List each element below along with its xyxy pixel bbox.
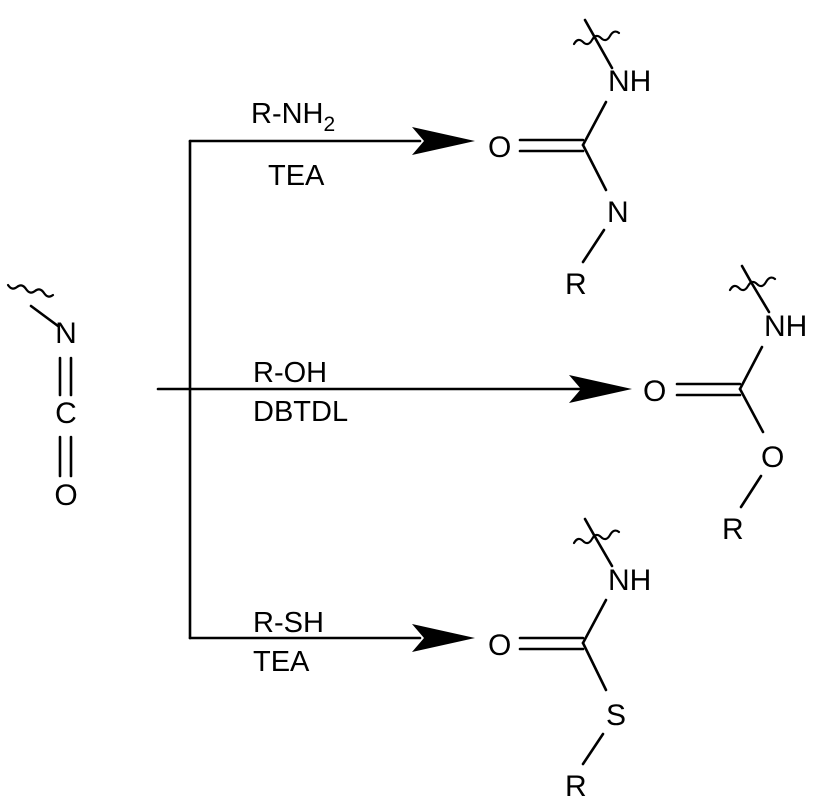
atom-o-carbonyl-carbamate: O — [643, 375, 666, 408]
arrow-alcohol-head — [569, 375, 632, 403]
bond-r-n-start — [29, 304, 60, 328]
reagent-amine: R-NH2 — [251, 98, 335, 136]
atom-n-urea: N — [607, 196, 629, 229]
wavy-tick-carbamate — [740, 264, 753, 284]
wavy-tick-thiocarbamate — [583, 517, 596, 537]
atom-r-thiocarbamate: R — [565, 770, 587, 803]
bond-c-o-carbamate — [738, 387, 765, 434]
atom-n-start: N — [55, 317, 77, 350]
wavy-tick-urea — [583, 18, 596, 38]
bond-nh-c-thiocarbamate — [581, 598, 608, 645]
conditions-alcohol: R-OH DBTDL — [253, 357, 348, 428]
conditions-amine: R-NH2 TEA — [251, 98, 335, 192]
bond-c-n-urea — [581, 143, 608, 192]
atom-nh-thiocarbamate: NH — [608, 564, 651, 597]
reagent-alcohol: R-OH — [253, 357, 327, 389]
reaction-arrows — [156, 127, 632, 652]
bond-r-nh-thiocarbamate — [592, 533, 614, 568]
conditions-thiol: R-SH TEA — [253, 607, 324, 678]
catalyst-thiol: TEA — [253, 646, 310, 678]
atom-nh-urea: NH — [608, 65, 651, 98]
atom-o-urea: O — [488, 131, 511, 164]
atom-o-ester-carbamate: O — [761, 441, 784, 474]
catalyst-alcohol: DBTDL — [253, 396, 348, 428]
wavy-bond-urea — [572, 30, 621, 46]
atom-s-thiocarbamate: S — [606, 699, 626, 732]
atom-r-carbamate: R — [722, 513, 744, 546]
atom-o-thiocarbamate: O — [488, 629, 511, 662]
bond-o-r-carbamate — [739, 474, 763, 509]
product-urea: NH O N R — [488, 18, 651, 301]
isocyanate-start: N C O — [6, 283, 78, 512]
catalyst-amine: TEA — [268, 160, 325, 192]
bond-s-r-thiocarbamate — [581, 732, 605, 766]
arrow-thiol-head — [412, 624, 475, 652]
atom-nh-carbamate: NH — [764, 310, 807, 343]
bond-n-r-urea — [581, 228, 606, 264]
product-thiocarbamate: NH O S R — [488, 517, 651, 803]
reagent-thiol: R-SH — [253, 607, 324, 639]
wavy-bond-start — [6, 283, 55, 298]
bond-r-nh-urea — [592, 34, 614, 70]
atom-c-start: C — [55, 397, 77, 430]
atom-o-start: O — [54, 479, 77, 512]
arrow-amine-head — [412, 127, 475, 155]
bond-r-nh-carbamate — [749, 280, 771, 314]
product-carbamate: NH O O R — [643, 264, 807, 546]
atom-r-urea: R — [565, 268, 587, 301]
bond-nh-c-carbamate — [738, 345, 764, 391]
bond-nh-c-urea — [581, 100, 608, 147]
bond-c-s-thiocarbamate — [581, 641, 608, 692]
wavy-bond-thiocarbamate — [572, 529, 621, 545]
